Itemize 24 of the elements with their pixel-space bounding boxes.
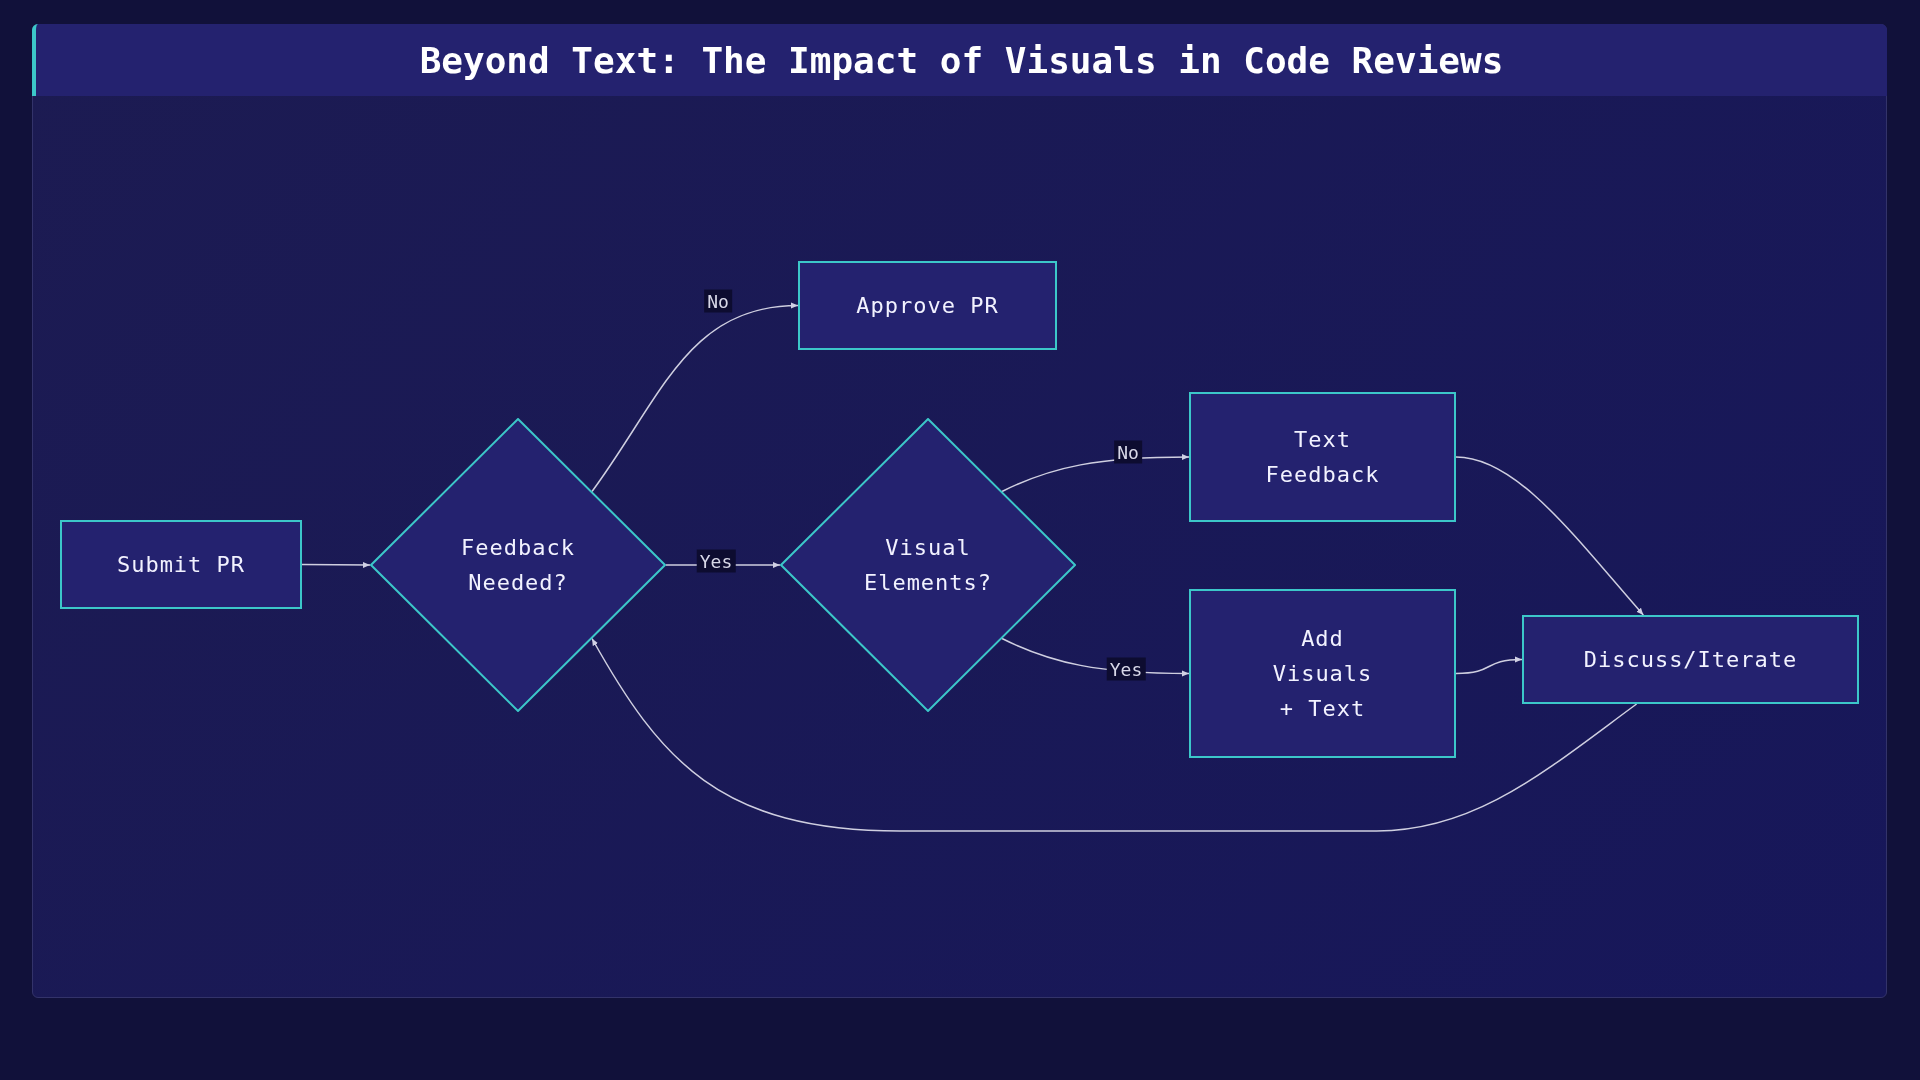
edge-label: No bbox=[704, 289, 732, 313]
edge-label: Yes bbox=[696, 549, 736, 573]
process-box bbox=[798, 261, 1057, 350]
node-label: Text Feedback bbox=[1264, 426, 1381, 489]
process-box bbox=[60, 520, 302, 609]
node-label: Visual Elements? bbox=[863, 534, 993, 597]
node-label: Add Visuals + Text bbox=[1271, 625, 1374, 723]
arrow bbox=[1455, 456, 1645, 616]
decision-diamond bbox=[370, 418, 666, 712]
edge-label: No bbox=[1114, 440, 1142, 464]
process-box bbox=[1189, 392, 1456, 522]
arrow bbox=[301, 561, 371, 568]
diagram-title: Beyond Text: The Impact of Visuals in Code Reviews bbox=[419, 39, 1504, 81]
arrow bbox=[591, 637, 1638, 832]
edge-label: Yes bbox=[1106, 657, 1146, 681]
arrow bbox=[1455, 656, 1523, 675]
process-box bbox=[1522, 615, 1859, 704]
node-label: Feedback Needed? bbox=[460, 534, 576, 597]
node-label: Approve PR bbox=[856, 292, 999, 320]
node-label: Submit PR bbox=[116, 551, 246, 579]
decision-diamond bbox=[780, 418, 1076, 712]
process-box bbox=[1189, 589, 1456, 758]
arrow bbox=[591, 303, 799, 493]
node-label: Discuss/Iterate bbox=[1583, 646, 1798, 674]
